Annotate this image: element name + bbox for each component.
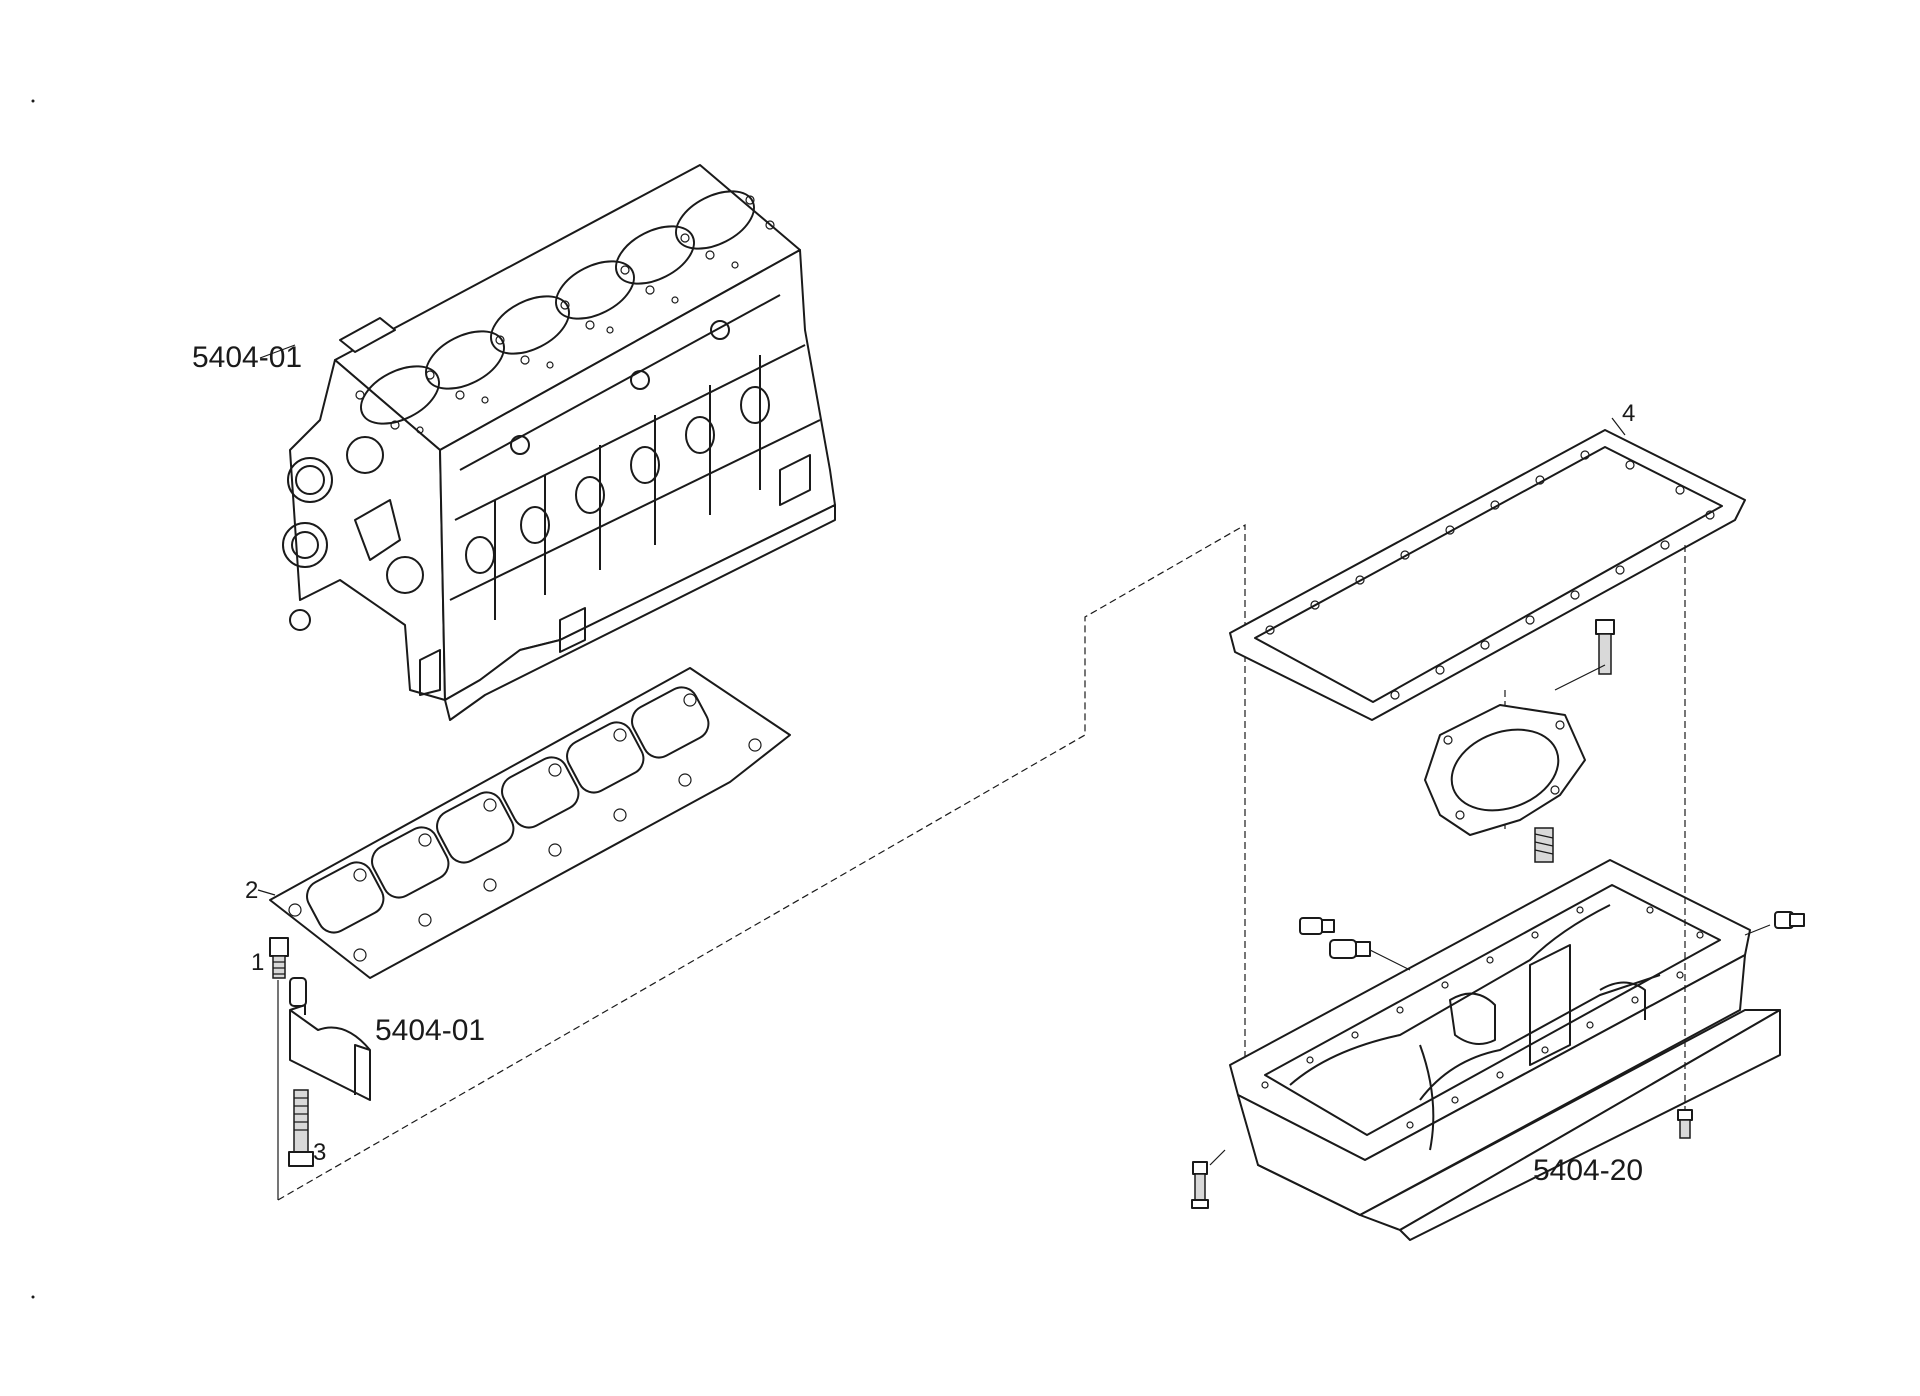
bolt-item-3 — [288, 1089, 314, 1167]
label-oil-pan-ref: 5404-20 — [1533, 1154, 1643, 1187]
page-mark-bottom — [31, 1295, 35, 1299]
leader-block — [259, 344, 296, 359]
engine-block — [282, 164, 836, 721]
label-item-3: 3 — [313, 1139, 326, 1166]
pan-bolt-left — [1191, 1161, 1209, 1209]
relief-spring — [1534, 827, 1554, 863]
label-item-2: 2 — [245, 877, 258, 904]
oil-pan-gasket — [1229, 429, 1746, 721]
head-bolt-holes — [355, 195, 775, 434]
drain-plug-mid — [1329, 939, 1371, 959]
leader-item-4 — [1611, 417, 1626, 436]
drain-plug-left — [1299, 917, 1335, 935]
plate-bolt — [1595, 619, 1615, 675]
plate-leader — [1554, 664, 1606, 691]
label-item-4: 4 — [1622, 400, 1635, 427]
leader-item-2 — [257, 889, 276, 896]
cylinder-bores — [360, 190, 755, 425]
page-mark-top — [31, 99, 35, 103]
drain-plug-right — [1774, 911, 1805, 929]
block-side-ribs — [449, 294, 821, 653]
bed-plate-gasket — [269, 667, 791, 979]
main-bearing-cap — [289, 1004, 371, 1101]
plug-leader — [1369, 949, 1411, 971]
label-block-ref: 5404-01 — [192, 341, 302, 374]
plug-right-leader — [1744, 924, 1771, 936]
suction-plate — [1424, 704, 1586, 836]
connection-leader — [277, 523, 1246, 1201]
pan-bolt-left-leader — [1209, 1149, 1226, 1166]
pan-bolt-right — [1677, 1109, 1693, 1139]
label-bearing-ref: 5404-01 — [375, 1014, 485, 1047]
bolt-item-1 — [269, 937, 289, 979]
dowel-pin — [289, 977, 307, 1007]
label-item-1: 1 — [251, 949, 264, 976]
